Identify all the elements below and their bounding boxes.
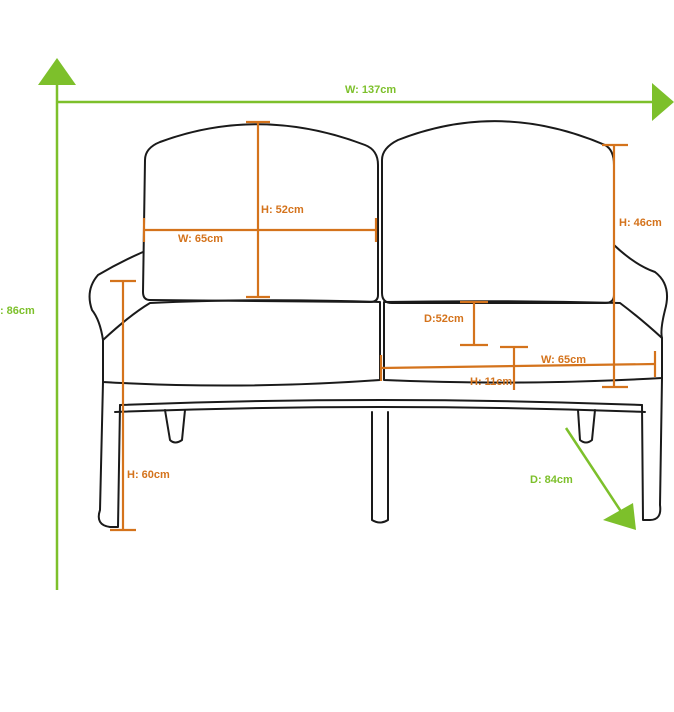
seat-height-label: H: 60cm xyxy=(127,469,170,481)
seat-height-dimension xyxy=(110,279,136,532)
backrest-height-dimension xyxy=(246,120,270,299)
seat-depth-label: D:52cm xyxy=(424,313,464,325)
back-cushion-height-dimension xyxy=(602,143,628,389)
overall-width-dimension xyxy=(57,83,674,121)
arrow-down-right-icon xyxy=(603,503,636,530)
overall-height-dimension xyxy=(38,58,76,590)
seat-thickness-label: H: 11cm xyxy=(470,376,512,388)
arrow-up-icon xyxy=(38,58,76,85)
seat-width-dimension xyxy=(379,351,657,381)
backrest-width-dimension xyxy=(142,218,378,242)
seat-depth-dimension xyxy=(460,300,488,347)
overall-depth-dimension xyxy=(564,427,636,530)
overall-depth-label: D: 84cm xyxy=(530,474,573,486)
overall-height-label: H: 86cm xyxy=(0,305,35,317)
sofa-outline xyxy=(88,120,668,528)
back-cushion-height-label: H: 46cm xyxy=(619,217,662,229)
overall-width-label: W: 137cm xyxy=(345,84,396,96)
backrest-height-label: H: 52cm xyxy=(261,204,304,216)
arrow-right-icon xyxy=(652,83,674,121)
backrest-width-label: W: 65cm xyxy=(178,233,223,245)
seat-width-label: W: 65cm xyxy=(541,354,586,366)
seat-thickness-dimension xyxy=(500,345,528,390)
